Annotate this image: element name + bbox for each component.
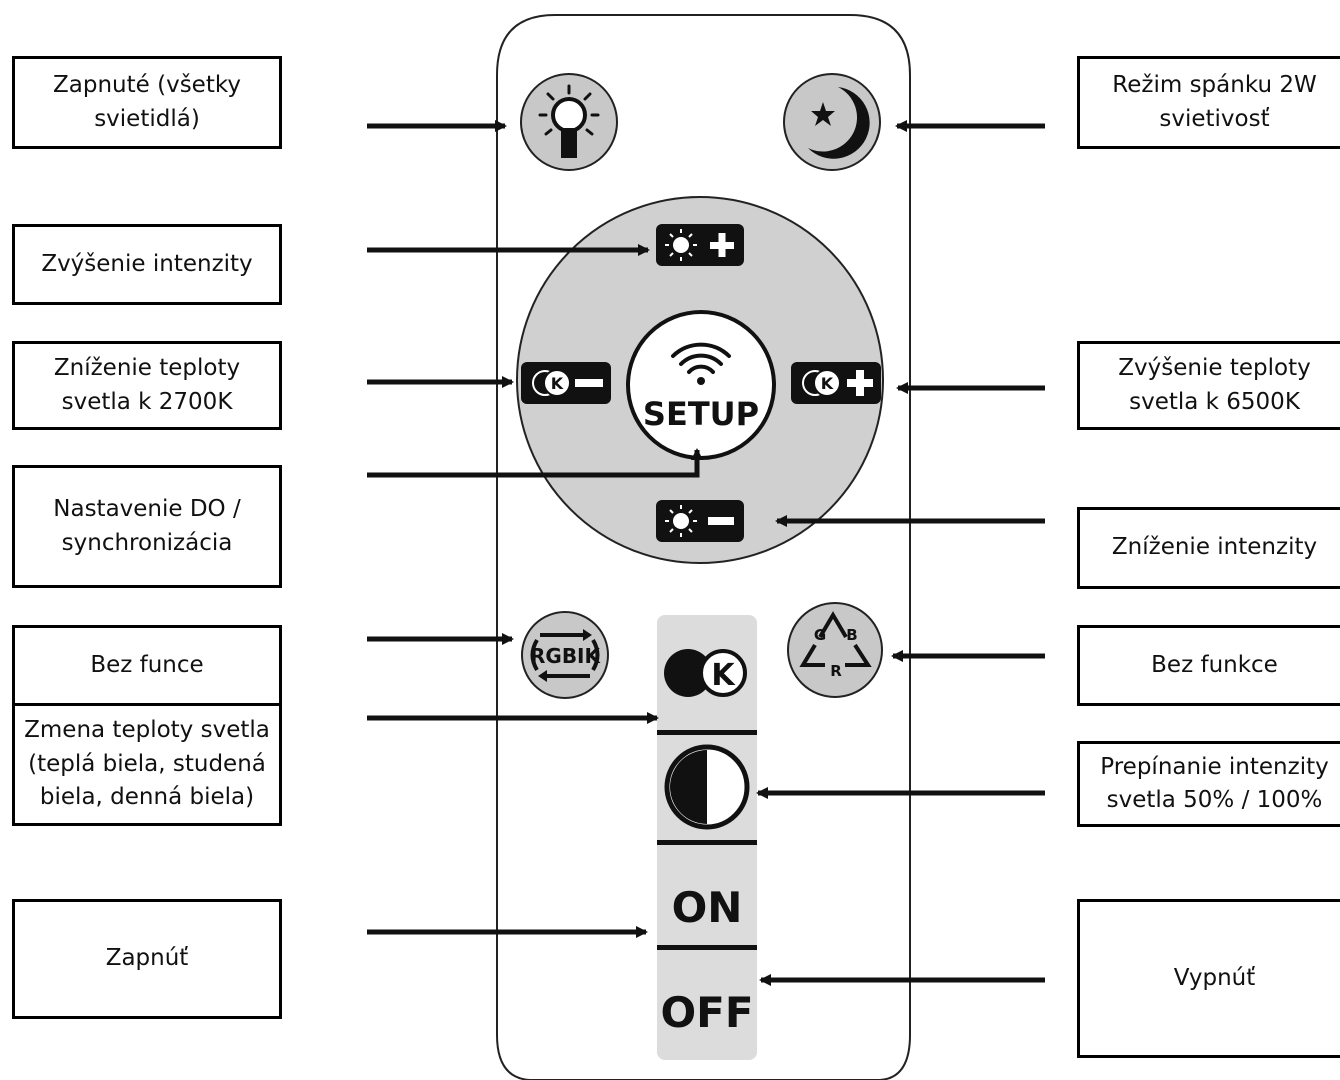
star-icon xyxy=(811,102,835,126)
label-power-off: Vypnúť xyxy=(1077,899,1340,1058)
temp-change-button[interactable]: K xyxy=(664,649,747,697)
brightness-up-button[interactable] xyxy=(656,224,744,266)
svg-text:SETUP: SETUP xyxy=(643,395,759,433)
rgb-cycle-button[interactable]: G B R xyxy=(787,602,883,698)
label-temp-up: Zvýšenie teploty svetla k 6500K xyxy=(1077,341,1340,430)
svg-text:K: K xyxy=(821,374,834,393)
arrow-setup xyxy=(367,448,703,478)
label-no-function-right: Bez funkce xyxy=(1077,625,1340,706)
bulb-icon xyxy=(538,84,600,158)
off-button[interactable]: OFF xyxy=(660,988,753,1037)
callout-arrows xyxy=(367,120,703,938)
all-on-button[interactable] xyxy=(520,73,618,171)
label-setup-sync: Nastavenie DO / synchronizácia xyxy=(12,465,282,588)
minus-icon xyxy=(708,517,734,525)
sun-icon xyxy=(665,229,697,261)
temp-down-button[interactable]: K xyxy=(521,362,611,404)
svg-text:G: G xyxy=(814,626,826,644)
setup-button[interactable]: SETUP xyxy=(626,310,776,460)
svg-text:R: R xyxy=(830,662,842,680)
label-sleep-mode: Režim spánku 2W svietivosť xyxy=(1077,56,1340,149)
divider xyxy=(657,945,757,950)
svg-text:OFF: OFF xyxy=(660,988,753,1037)
recycle-arrows-icon xyxy=(799,611,872,667)
label-intensity-toggle: Prepínanie intenzity svetla 50% / 100% xyxy=(1077,741,1340,827)
on-button[interactable]: ON xyxy=(672,883,743,932)
divider xyxy=(657,840,757,845)
svg-text:K: K xyxy=(551,374,564,393)
moon-icon xyxy=(808,87,870,159)
brightness-down-button[interactable] xyxy=(656,500,744,542)
label-all-on: Zapnuté (všetky svietidlá) xyxy=(12,56,282,149)
callout-arrows xyxy=(756,120,1045,986)
svg-text:RGBIK: RGBIK xyxy=(530,644,602,668)
svg-text:ON: ON xyxy=(672,883,743,932)
color-temp-icon: K xyxy=(802,369,841,397)
divider xyxy=(657,730,757,735)
svg-text:K: K xyxy=(711,658,736,693)
label-temp-change: Zmena teploty svetla (teplá biela, stude… xyxy=(12,703,282,826)
svg-text:B: B xyxy=(846,626,857,644)
label-power-on: Zapnúť xyxy=(12,899,282,1019)
label-brightness-down: Zníženie intenzity xyxy=(1077,507,1340,589)
minus-icon xyxy=(575,379,603,387)
label-no-function-left: Bez funce xyxy=(12,625,282,706)
plus-icon xyxy=(847,370,873,396)
color-temp-icon: K xyxy=(532,369,571,397)
cycle-arrows-icon xyxy=(530,633,600,678)
label-temp-down: Zníženie teploty svetla k 2700K xyxy=(12,341,282,430)
intensity-toggle-button[interactable] xyxy=(664,744,750,830)
label-brightness-up: Zvýšenie intenzity xyxy=(12,224,282,305)
plus-icon xyxy=(710,233,734,257)
temp-up-button[interactable]: K xyxy=(791,362,881,404)
sun-icon xyxy=(665,505,697,537)
half-circle-icon xyxy=(670,750,707,824)
sleep-mode-button[interactable] xyxy=(783,73,881,171)
rgb-mode-button[interactable]: RGBIK xyxy=(521,611,609,699)
wifi-icon xyxy=(671,342,731,374)
